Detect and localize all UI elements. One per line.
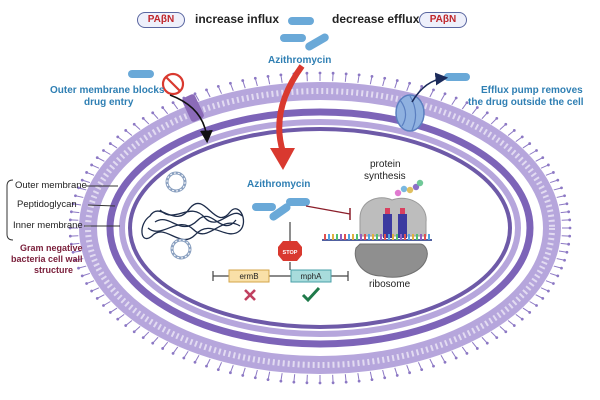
inhibition-line: [305, 205, 351, 215]
stop-sign-icon: STOP: [278, 241, 302, 261]
stop-sign-text: STOP: [283, 250, 298, 256]
outer-membrane-lipid-spikes: [68, 71, 572, 385]
outer-membrane-blocks-line2: drug entry: [84, 97, 134, 108]
blocked-entry-arrow: [169, 94, 213, 144]
gene-ermb-label: ermB: [239, 272, 258, 281]
leader-peptidoglycan: [87, 204, 116, 207]
outer-membrane-label: Outer membrane: [15, 180, 87, 191]
protein-synthesis-line1: protein: [370, 159, 401, 170]
gene-mpha-box: [290, 269, 332, 283]
no-entry-icon: [161, 72, 185, 96]
pabn-pill-right: PAβN: [419, 12, 467, 28]
drug-capsules-inner: [252, 198, 310, 221]
ribosome-label: ribosome: [369, 279, 411, 290]
peptidoglycan-ring: [106, 108, 534, 348]
gram-negative-line1: Gram negative: [20, 243, 83, 253]
ribosome-icon: [354, 197, 428, 278]
cytoplasm-boundary: [128, 127, 512, 329]
inner-membrane-ring: [119, 119, 521, 337]
outer-membrane-blocks-line1: Outer membrane blocks: [50, 85, 165, 96]
outer-membrane-lipids: [85, 88, 555, 368]
mrna-strand: [322, 234, 432, 241]
decrease-efflux-label: decrease efflux: [332, 12, 420, 26]
efflux-pump: [395, 94, 425, 132]
drug-capsules-top: [128, 17, 470, 81]
plasmid-icon: [165, 171, 192, 260]
azithromycin-top-label: Azithromycin: [268, 55, 332, 66]
drug-entry-arrowhead: [270, 148, 295, 170]
drug-entry-red-arrow: [276, 64, 305, 153]
peptide-chain: [394, 179, 424, 197]
increase-influx-label: increase influx: [195, 12, 280, 26]
cross-icon: [244, 289, 256, 301]
protein-synthesis-line2: synthesis: [364, 171, 406, 182]
gene-mpha-label: mphA: [301, 272, 323, 281]
inner-membrane-label: Inner membrane: [13, 220, 83, 231]
check-icon: [301, 286, 321, 303]
membrane-bracket: [6, 179, 14, 241]
efflux-pump-line2: the drug outside the cell: [468, 97, 584, 108]
efflux-arrow: [411, 72, 449, 103]
gram-negative-line2: bacteria cell wall: [11, 254, 83, 264]
pabn-pill-left: PAβN: [137, 12, 185, 28]
azithromycin-inner-label: Azithromycin: [247, 179, 311, 190]
gene-ermb-box: [228, 269, 270, 283]
chromosomal-dna: [141, 202, 245, 241]
gram-negative-line3: structure: [34, 265, 74, 275]
peptidoglycan-label: Peptidoglycan: [17, 199, 77, 210]
efflux-pump-line1: Efflux pump removes: [481, 85, 583, 96]
